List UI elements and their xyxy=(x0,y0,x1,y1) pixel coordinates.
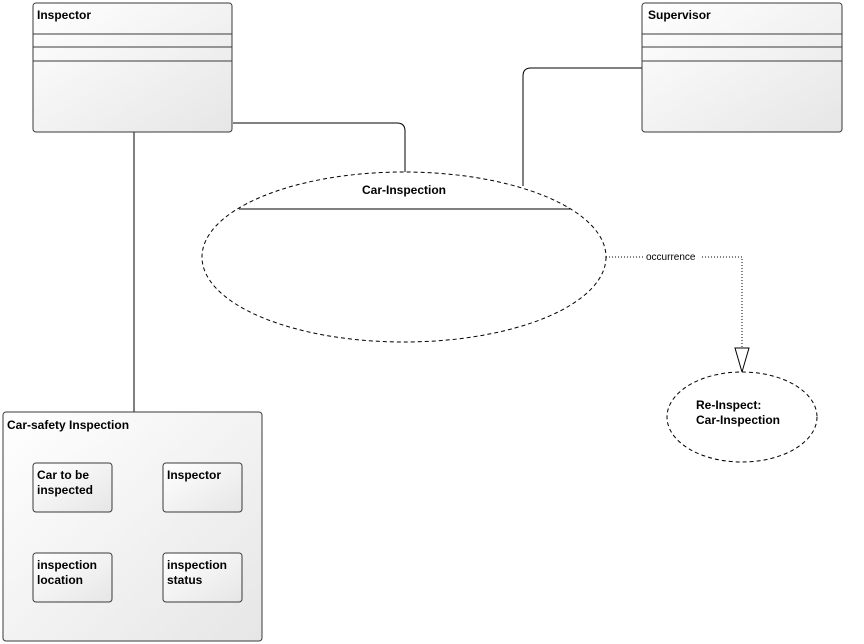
inspector-to-car-inspection-connector[interactable] xyxy=(233,122,406,172)
inspector-class[interactable]: Inspector xyxy=(32,2,233,133)
group-item-line2: location xyxy=(37,573,83,587)
group-item-line1: inspection xyxy=(167,558,227,572)
occurrence-label: occurrence xyxy=(646,252,696,263)
group-item-line1: Car to be xyxy=(37,468,89,482)
group-item-car-to-be-inspected[interactable]: Car to be inspected xyxy=(32,462,113,513)
re-inspect-line2: Car-Inspection xyxy=(696,413,780,427)
group-item-inspection-location[interactable]: inspection location xyxy=(32,552,113,603)
group-item-line1: inspection xyxy=(37,558,97,572)
car-inspection-name: Car-Inspection xyxy=(362,183,446,197)
group-item-line1: Inspector xyxy=(167,468,221,482)
group-item-inspector[interactable]: Inspector xyxy=(162,462,243,513)
inspector-class-name: Inspector xyxy=(37,8,91,22)
re-inspect-event[interactable]: Re-Inspect: Car-Inspection xyxy=(666,371,818,463)
occurrence-arrowhead xyxy=(734,347,750,374)
group-item-line2: inspected xyxy=(37,483,93,497)
occurrence-label-bg xyxy=(644,251,702,263)
supervisor-to-car-inspection-connector[interactable] xyxy=(522,67,642,186)
car-safety-inspection-group[interactable]: Car-safety Inspection Car to be inspecte… xyxy=(2,411,263,642)
group-title: Car-safety Inspection xyxy=(7,418,129,432)
car-inspection-event[interactable]: Car-Inspection xyxy=(201,171,607,343)
occurrence-connector[interactable] xyxy=(606,256,743,348)
group-item-inspection-status[interactable]: inspection status xyxy=(162,552,243,603)
supervisor-class-name: Supervisor xyxy=(648,8,711,22)
group-item-line2: status xyxy=(167,573,203,587)
supervisor-class[interactable]: Supervisor xyxy=(641,2,843,133)
re-inspect-line1: Re-Inspect: xyxy=(696,398,761,412)
